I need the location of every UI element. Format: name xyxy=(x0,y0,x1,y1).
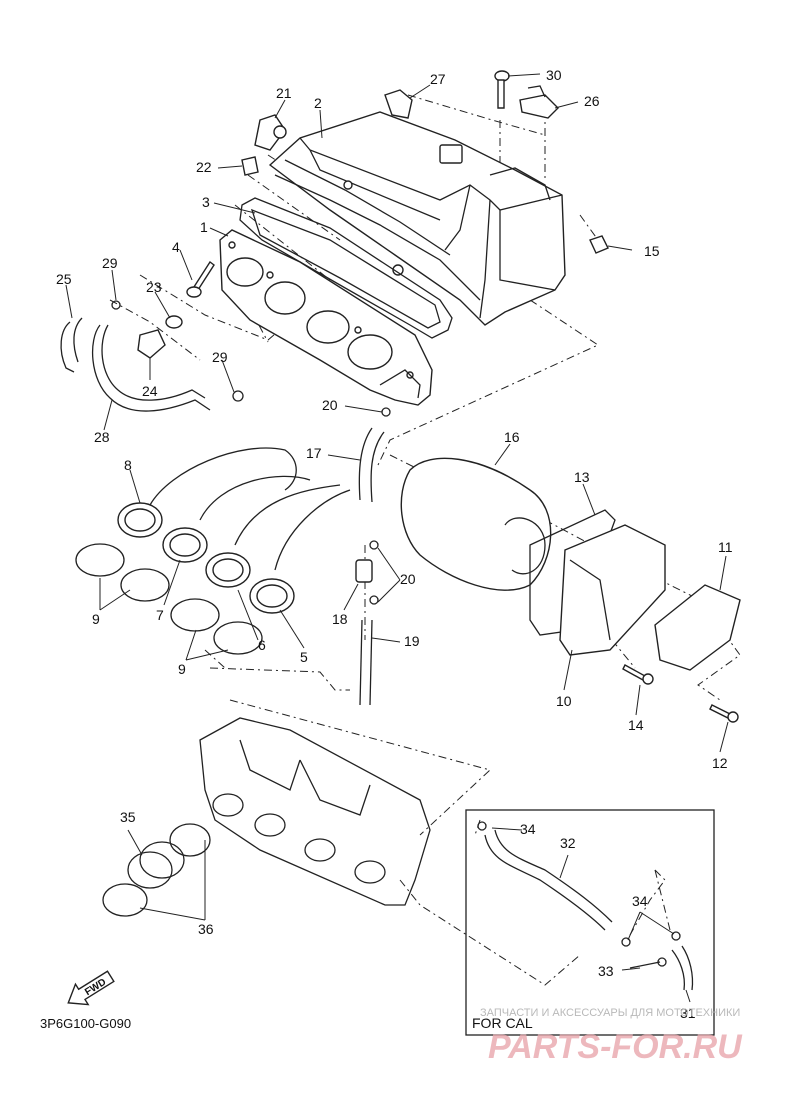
clip-22 xyxy=(241,156,259,176)
part-label-20a: 20 xyxy=(322,397,338,413)
gasket-3 xyxy=(239,197,453,339)
clips-34 xyxy=(477,821,681,947)
air-box-2 xyxy=(268,111,566,326)
watermark-text: ЗАПЧАСТИ И АКСЕССУАРЫ ДЛЯ МОТОТЕХНИКИ xyxy=(480,1007,740,1019)
part-labels: 1 2 3 4 5 6 7 8 9 9 10 11 12 13 14 15 16… xyxy=(56,67,733,1021)
for-cal-label: FOR CAL xyxy=(472,1015,533,1031)
screw-14 xyxy=(622,664,654,685)
part-label-8: 8 xyxy=(124,457,132,473)
carburetor-assembly xyxy=(199,717,431,906)
hose-28 xyxy=(91,324,211,412)
part-label-19: 19 xyxy=(404,633,420,649)
screw-12 xyxy=(709,704,739,723)
diagram-code: 3P6G100-G090 xyxy=(40,1016,131,1031)
joint-35 xyxy=(127,841,185,889)
clamps-9 xyxy=(75,543,263,655)
part-label-33: 33 xyxy=(598,963,614,979)
part-label-34b: 34 xyxy=(632,893,648,909)
air-filter-element-16 xyxy=(400,457,552,591)
part-label-9b: 9 xyxy=(178,661,186,677)
part-label-15: 15 xyxy=(644,243,660,259)
intake-joints xyxy=(117,447,351,614)
part-label-14: 14 xyxy=(628,717,644,733)
leader-lines xyxy=(65,73,729,1003)
part-label-26: 26 xyxy=(584,93,600,109)
cover-11 xyxy=(654,584,741,671)
part-label-34a: 34 xyxy=(520,821,536,837)
part-label-29a: 29 xyxy=(102,255,118,271)
part-label-6: 6 xyxy=(258,637,266,653)
hose-32 xyxy=(484,829,613,931)
part-label-36: 36 xyxy=(198,921,214,937)
part-label-18: 18 xyxy=(332,611,348,627)
part-label-35: 35 xyxy=(120,809,136,825)
fwd-arrow: FWD xyxy=(67,970,115,1006)
part-label-7: 7 xyxy=(156,607,164,623)
part-label-24: 24 xyxy=(142,383,158,399)
part-label-25: 25 xyxy=(56,271,72,287)
part-label-12: 12 xyxy=(712,755,728,771)
part-label-29b: 29 xyxy=(212,349,228,365)
clip-20-upper xyxy=(381,407,391,417)
part-label-9a: 9 xyxy=(92,611,100,627)
part-label-13: 13 xyxy=(574,469,590,485)
part-label-20b: 20 xyxy=(400,571,416,587)
part-label-23: 23 xyxy=(146,279,162,295)
part-label-11: 11 xyxy=(718,539,733,555)
part-label-28: 28 xyxy=(94,429,110,445)
part-label-1: 1 xyxy=(200,219,208,235)
clip-29-lower xyxy=(232,390,244,402)
fitting-24 xyxy=(137,329,166,359)
clip-29-upper xyxy=(111,300,121,310)
part-label-3: 3 xyxy=(202,194,210,210)
part-label-30: 30 xyxy=(546,67,562,83)
hose-31 xyxy=(671,945,694,991)
fitting-33 xyxy=(629,957,667,969)
part-label-31: 31 xyxy=(680,1005,696,1021)
screw-4 xyxy=(186,260,215,298)
part-label-32: 32 xyxy=(560,835,576,851)
part-label-2: 2 xyxy=(314,95,322,111)
watermark-logo: PARTS-FOR.RU xyxy=(488,1028,743,1066)
hose-19 xyxy=(359,619,373,706)
fitting-21 xyxy=(254,114,287,151)
cover-10 xyxy=(559,524,666,656)
nut-15 xyxy=(589,235,609,254)
for-cal-box xyxy=(465,809,715,1036)
part-label-5: 5 xyxy=(300,649,308,665)
grommet-23 xyxy=(165,315,183,329)
part-label-17: 17 xyxy=(306,445,322,461)
part-label-21: 21 xyxy=(276,85,292,101)
joint-plate-1 xyxy=(219,229,433,406)
part-label-27: 27 xyxy=(430,71,446,87)
bracket-26 xyxy=(519,85,559,119)
part-label-4: 4 xyxy=(172,239,180,255)
bolt-30 xyxy=(494,70,510,109)
fitting-18 xyxy=(355,540,379,605)
part-label-16: 16 xyxy=(504,429,520,445)
clamps-36 xyxy=(102,823,211,917)
part-label-22: 22 xyxy=(196,159,212,175)
hose-17 xyxy=(358,427,385,503)
cap-27 xyxy=(384,89,413,119)
hose-25 xyxy=(60,317,83,373)
part-label-10: 10 xyxy=(556,693,572,709)
